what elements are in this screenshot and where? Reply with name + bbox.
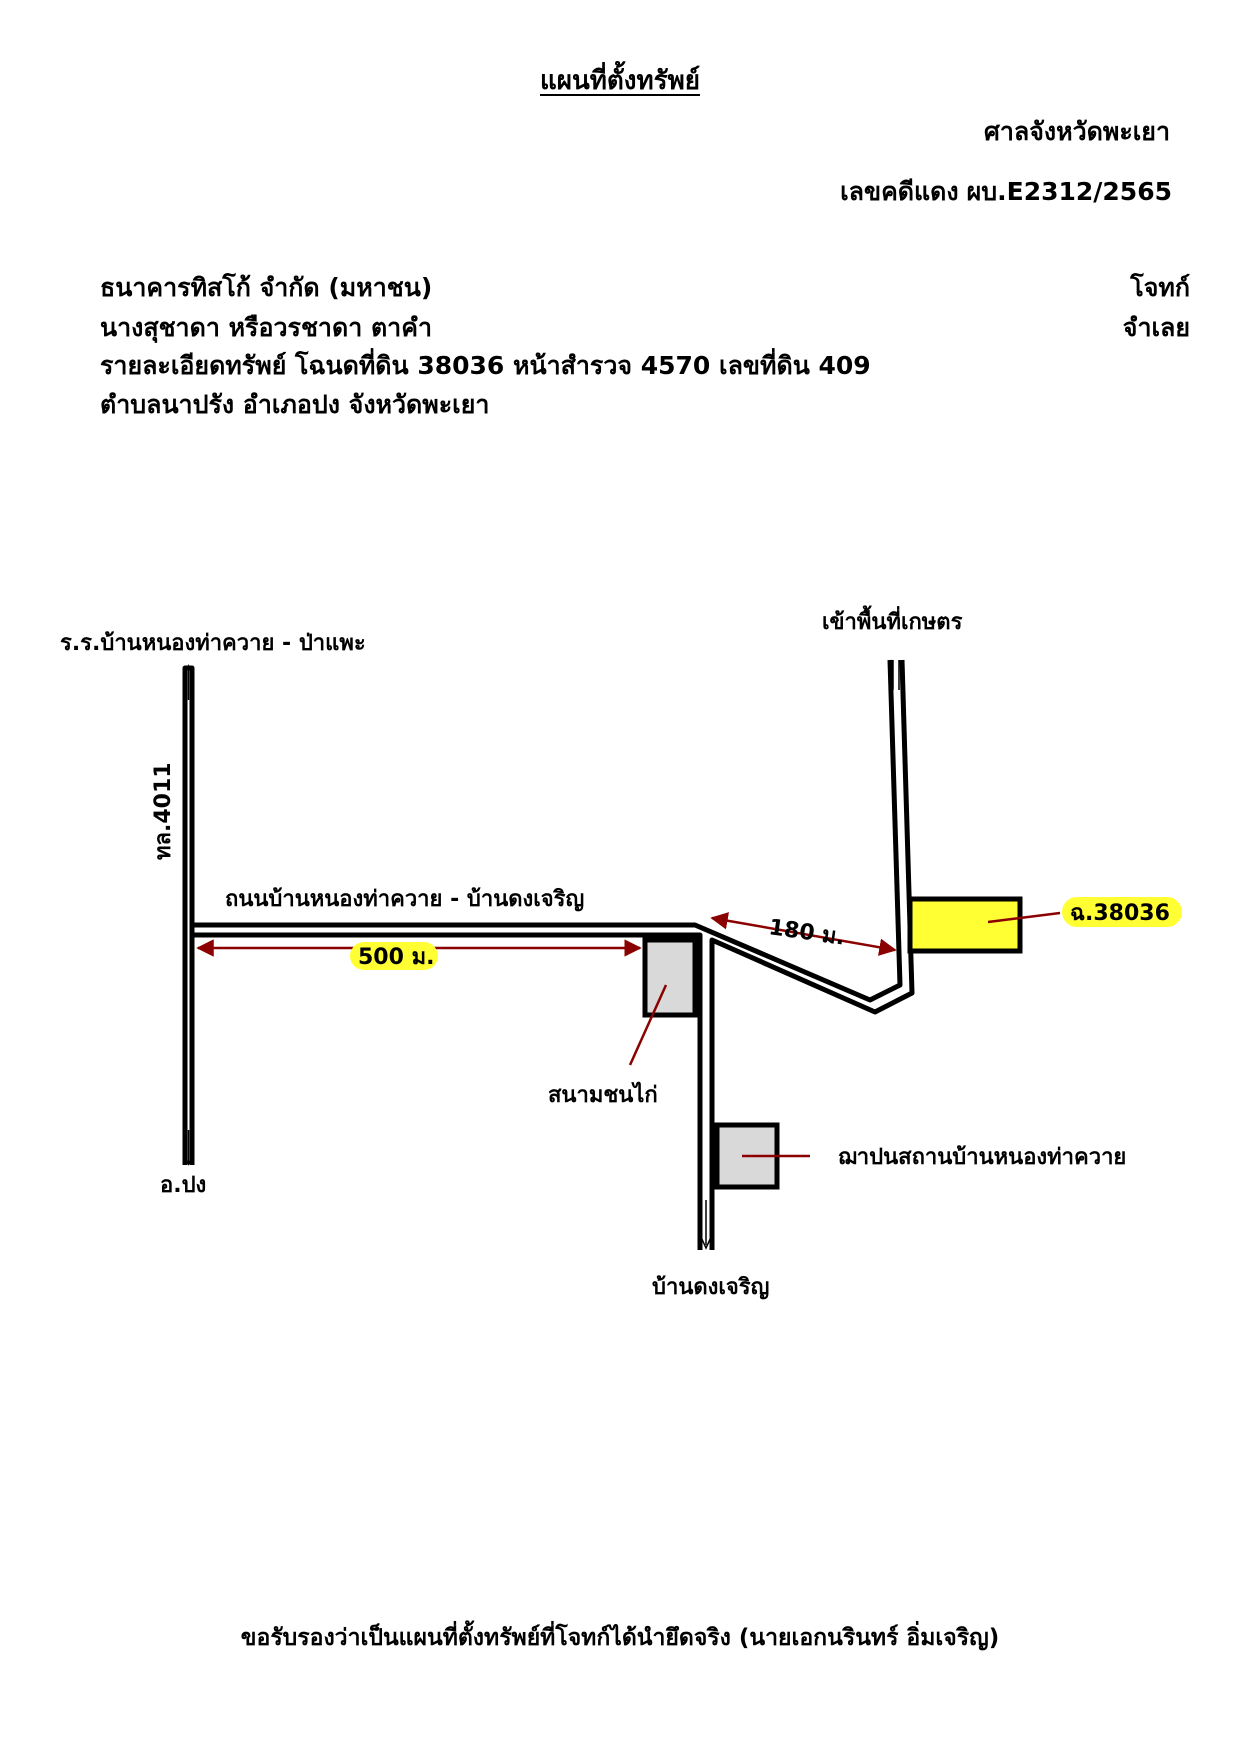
- label-highway: ทล.4011: [151, 762, 176, 860]
- highlight-500m: [350, 942, 438, 970]
- label-farm-access: เข้าพื้นที่เกษตร: [822, 605, 963, 635]
- defendant-name: นางสุชาดา หรือวรชาดา ตาคำ: [100, 313, 432, 342]
- label-village: บ้านดงเจริญ: [652, 1275, 769, 1300]
- label-cockfight-arena: สนามชนไก่: [548, 1081, 658, 1108]
- south-road-arrows: [700, 1200, 712, 1250]
- leader-lines: [628, 911, 1061, 1158]
- defendant-row: นางสุชาดา หรือวรชาดา ตาคำ จำเลย: [100, 308, 1190, 348]
- label-distance-500: 500 ม.: [358, 945, 434, 970]
- plaintiff-name: ธนาคารทิสโก้ จำกัด (มหาชน): [100, 273, 433, 302]
- highway-road: [182, 664, 195, 1166]
- cockfight-arena-marker: [642, 937, 698, 1018]
- label-deed: ฉ.38036: [1070, 901, 1170, 926]
- defendant-role: จำเลย: [1122, 313, 1190, 342]
- label-distance-180: 180 ม.: [767, 915, 846, 950]
- certification-text: ขอรับรองว่าเป็นแผนที่ตั้งทรัพย์ที่โจทก์ไ…: [240, 1625, 1000, 1651]
- plaintiff-role: โจทก์: [1130, 273, 1190, 302]
- case-number-value: ผบ.E2312/2565: [966, 177, 1172, 206]
- location-map: ร.ร.บ้านหนองท่าควาย - ป่าแพะ ทล.4011 ถนน…: [60, 605, 1182, 1300]
- property-location: ตำบลนาปรัง อำเภอปง จังหวัดพะเยา: [100, 390, 490, 419]
- main-road: [192, 659, 915, 1250]
- label-crematorium: ฌาปนสถานบ้านหนองท่าควาย: [838, 1145, 1126, 1170]
- highlight-deed: [1062, 897, 1182, 927]
- farm-road-arrows: [892, 660, 900, 690]
- property-parcel: [907, 896, 1023, 954]
- case-label: เลขคดีแดง: [840, 177, 959, 206]
- page-title: แผนที่ตั้งทรัพย์: [540, 66, 700, 96]
- label-district: อ.ปง: [160, 1173, 206, 1198]
- property-detail: รายละเอียดทรัพย์ โฉนดที่ดิน 38036 หน้าสำ…: [100, 351, 871, 380]
- distance-180m-arrow: [710, 912, 897, 956]
- case-number: เลขคดีแดงผบ.E2312/2565: [840, 172, 1172, 212]
- label-school: ร.ร.บ้านหนองท่าควาย - ป่าแพะ: [60, 631, 366, 656]
- court-name: ศาลจังหวัดพะเยา: [984, 117, 1170, 146]
- label-main-road: ถนนบ้านหนองท่าควาย - บ้านดงเจริญ: [225, 887, 584, 912]
- plaintiff-row: ธนาคารทิสโก้ จำกัด (มหาชน) โจทก์: [100, 268, 1190, 308]
